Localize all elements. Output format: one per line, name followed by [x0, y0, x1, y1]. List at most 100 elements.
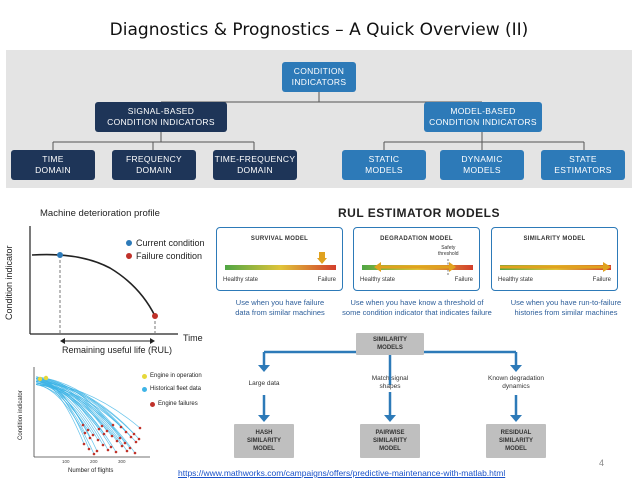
fleet-curve [35, 381, 105, 435]
source-link[interactable]: https://www.mathworks.com/campaigns/offe… [178, 468, 506, 478]
engine-failure-point [124, 430, 128, 434]
engine-failure-point [81, 423, 85, 427]
rul-label: Remaining useful life (RUL) [62, 345, 173, 355]
residual-similarity-node: RESIDUAL SIMILARITY MODEL [486, 424, 546, 458]
failure-label: Failure [317, 277, 336, 283]
engine-failure-point [118, 436, 122, 440]
model-name: SIMILARITY MODEL [523, 236, 586, 242]
fleet-curve [35, 384, 137, 443]
engine-failure-point [111, 423, 115, 427]
condition-indicator-tree: CONDITION INDICATORS SIGNAL-BASED CONDIT… [6, 50, 632, 188]
fleet-curve [35, 379, 86, 434]
degradation-model-card: DEGRADATION MODEL Safety threshold Healt… [353, 227, 480, 291]
engine-in-operation-point [37, 376, 43, 382]
engine-failure-point [123, 441, 127, 445]
branch-match-signal: Match signal shapes [371, 375, 409, 390]
fleet-xlabel: Number of flights [68, 468, 114, 474]
pairwise-similarity-node: PAIRWISE SIMILARITY MODEL [360, 424, 420, 458]
degradation-use-text: Use when you have know a threshold of so… [342, 298, 492, 317]
engine-failure-point [86, 428, 90, 432]
branch-large-data: Large data [248, 380, 280, 387]
engine-failure-point [128, 446, 132, 450]
engine-in-operation-point [43, 375, 49, 381]
engine-failure-dot-icon [150, 401, 155, 407]
engine-failure-point [129, 435, 133, 439]
engine-failure-point [96, 438, 100, 442]
current-condition-point [57, 252, 63, 258]
double-arrow-icon [374, 262, 456, 272]
rul-title: RUL ESTIMATOR MODELS [338, 206, 501, 220]
fleet-curve [35, 376, 114, 426]
similarity-models-node: SIMILARITY MODELS [356, 333, 424, 355]
engine-failure-point [83, 431, 87, 435]
branch-known-degradation: Known degradation dynamics [487, 375, 544, 390]
time-axis-label: Time [183, 333, 203, 343]
fleet-legend-fleet: Historical fleet data [142, 386, 201, 392]
fleet-curve [35, 379, 128, 452]
fleet-tick: 100 [62, 459, 70, 464]
static-models-node: STATIC MODELS [342, 150, 426, 180]
engine-failure-point [125, 449, 129, 453]
engine-failure-point [88, 436, 92, 440]
fleet-plot [33, 367, 150, 458]
healthy-state-label: Healthy state [498, 277, 534, 283]
health-bar [225, 265, 336, 270]
deterioration-title: Machine deterioration profile [40, 208, 160, 219]
failure-label: Failure [454, 277, 473, 283]
survival-use-text: Use when you have failure data from simi… [235, 298, 325, 317]
engine-failure-point [95, 449, 99, 453]
survival-model-card: SURVIVAL MODEL Healthy state Failure [216, 227, 343, 291]
fleet-tick: 200 [90, 459, 98, 464]
engine-failure-point [134, 440, 138, 444]
operation-dot-icon [142, 373, 147, 379]
model-name: SURVIVAL MODEL [250, 236, 309, 242]
failure-condition-point [152, 313, 158, 319]
engine-failure-point [105, 429, 109, 433]
failure-label: Failure [592, 277, 611, 283]
time-domain-node: TIME DOMAIN [11, 150, 95, 180]
engine-failure-point [115, 439, 119, 443]
fleet-dot-icon [142, 386, 147, 392]
fleet-curve [35, 382, 100, 430]
legend-current: Current condition [126, 238, 205, 248]
time-frequency-domain-node: TIME-FREQUENCY DOMAIN [213, 150, 297, 180]
condition-indicators-node: CONDITION INDICATORS [282, 62, 356, 92]
engine-failure-point [137, 437, 141, 441]
healthy-state-label: Healthy state [223, 277, 259, 283]
similarity-model-card: SIMILARITY MODEL Healthy state Failure [491, 227, 618, 291]
engine-failure-point [100, 424, 104, 428]
legend-failure: Failure condition [126, 251, 202, 261]
engine-failure-point [132, 432, 136, 436]
failure-dot-icon [126, 253, 132, 259]
state-estimators-node: STATE ESTIMATORS [541, 150, 625, 180]
dynamic-models-node: DYNAMIC MODELS [440, 150, 524, 180]
signal-based-node: SIGNAL-BASED CONDITION INDICATORS [95, 102, 227, 132]
engine-failure-point [91, 433, 95, 437]
fleet-curve [35, 382, 118, 442]
engine-failure-point [102, 432, 106, 436]
fleet-failure-points [81, 423, 142, 456]
fleet-curve [35, 384, 113, 437]
engine-failure-point [110, 434, 114, 438]
fleet-curve [35, 384, 95, 455]
engine-failure-point [87, 447, 91, 451]
engine-failure-point [120, 444, 124, 448]
arrow-down-icon [317, 252, 327, 264]
model-name: DEGRADATION MODEL [380, 236, 453, 242]
fleet-legend-operation: Engine in operation [142, 373, 202, 379]
fleet-tick: 300 [118, 459, 126, 464]
engine-failure-point [133, 451, 137, 455]
engine-failure-point [82, 442, 86, 446]
arrow-right-icon [500, 262, 611, 272]
engine-failure-point [109, 445, 113, 449]
engine-failure-point [138, 426, 142, 430]
similarity-use-text: Use when you have run-to-failure histori… [510, 298, 622, 317]
fleet-legend-failure: Engine failures [150, 401, 198, 407]
safety-threshold-label: Safety threshold [438, 245, 459, 257]
page-number: 4 [599, 458, 605, 468]
hash-similarity-node: HASH SIMILARITY MODEL [234, 424, 294, 458]
current-dot-icon [126, 240, 132, 246]
fleet-curve [35, 381, 123, 447]
